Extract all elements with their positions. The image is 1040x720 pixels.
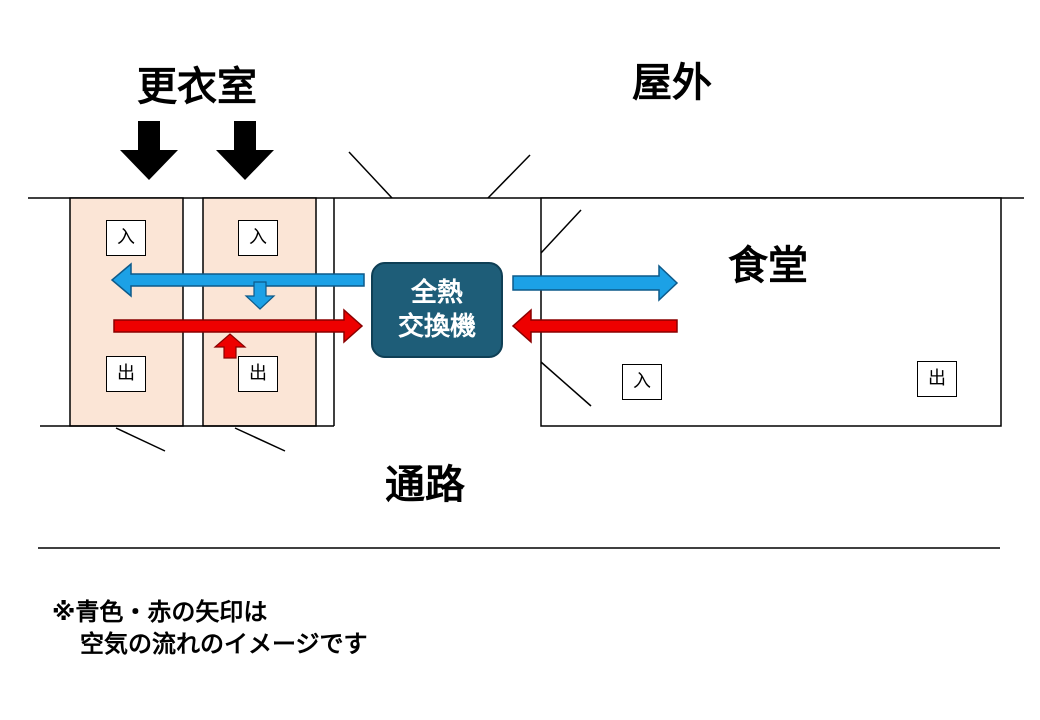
down-arrow-black-1 [120, 121, 178, 180]
heat-exchanger-unit: 全熱 交換機 [371, 262, 503, 358]
down-arrow-black-2 [216, 121, 274, 180]
legend-note-line2: 空気の流れのイメージです [80, 630, 368, 658]
label-corridor: 通路 [385, 462, 465, 508]
sign-in-room-2: 入 [238, 220, 278, 256]
label-dining-hall: 食堂 [728, 243, 808, 289]
label-changing-room: 更衣室 [137, 64, 257, 110]
label-outdoor: 屋外 [632, 60, 712, 106]
legend-note-line1: ※青色・赤の矢印は [52, 598, 268, 626]
door-changing-room-1 [115, 427, 166, 452]
heat-exchanger-label-line1: 全熱 [410, 278, 463, 308]
sign-out-room-2: 出 [238, 356, 278, 392]
red-arrow-up-small [213, 333, 247, 359]
sign-out-dining: 出 [917, 361, 957, 397]
legend-note: ※青色・赤の矢印は 空気の流れのイメージです [52, 596, 368, 660]
sign-out-room-1: 出 [106, 356, 146, 392]
blue-arrow-to-dining-hall [512, 264, 679, 302]
blue-arrow-to-changing-rooms [110, 262, 365, 298]
heat-exchanger-label-line2: 交換機 [397, 312, 476, 342]
door-dining-upper [540, 209, 582, 254]
door-outdoor-left [348, 151, 393, 199]
door-changing-room-2 [234, 427, 286, 452]
red-arrow-from-dining-hall [511, 308, 678, 344]
sign-in-dining: 入 [622, 364, 662, 400]
blue-arrow-down-small [244, 281, 276, 310]
door-dining-lower [540, 361, 592, 407]
sign-in-room-1: 入 [106, 220, 146, 256]
door-outdoor-right [487, 154, 531, 199]
red-arrow-from-changing-rooms [113, 308, 364, 344]
